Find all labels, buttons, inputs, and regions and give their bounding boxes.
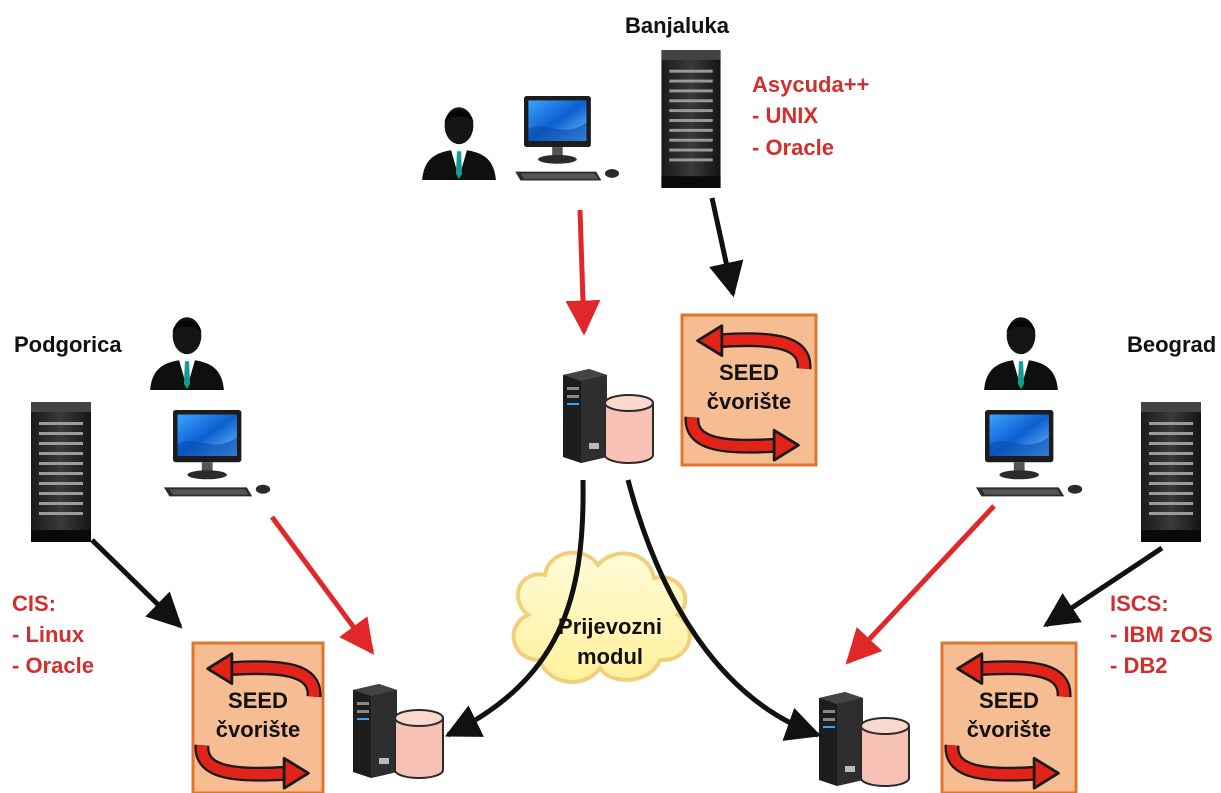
city-label-banjaluka: Banjaluka [625, 13, 730, 38]
beograd-system-os: - IBM zOS [1110, 622, 1213, 647]
black-arrow [709, 197, 744, 298]
banjaluka-system-name: Asycuda++ [752, 72, 869, 97]
desktop-computer-icon [164, 410, 271, 497]
server-database-icon [817, 690, 911, 788]
desktop-computer-icon [976, 410, 1083, 497]
beograd-system-name: ISCS: [1110, 591, 1169, 616]
podgorica-site: Podgorica CIS: - Linux - Oracle SEED čvo… [12, 317, 445, 793]
arrows [90, 197, 1164, 741]
seed-label: SEED [228, 688, 288, 713]
transport-module-cloud: Prijevozni modul [511, 550, 692, 684]
person-icon [422, 107, 496, 180]
city-label-podgorica: Podgorica [14, 332, 122, 357]
cloud-label-line2: modul [577, 644, 643, 669]
seed-node-banjaluka: SEED čvorište [680, 313, 818, 467]
black-arrow [444, 479, 586, 738]
red-arrow [845, 504, 996, 665]
black-arrow [1043, 545, 1164, 628]
cloud-label-line1: Prijevozni [558, 614, 662, 639]
banjaluka-system-db: - Oracle [752, 135, 834, 160]
podgorica-system-db: - Oracle [12, 653, 94, 678]
red-arrow [269, 515, 375, 655]
podgorica-system-os: - Linux [12, 622, 85, 647]
person-icon [984, 317, 1058, 390]
beograd-site: Beograd ISCS: - IBM zOS - DB2 SEED čvori… [817, 317, 1216, 793]
cloud-icon [511, 550, 692, 684]
seed-node-podgorica: SEED čvorište [191, 641, 325, 793]
city-label-beograd: Beograd [1127, 332, 1216, 357]
seed-node-beograd: SEED čvorište [940, 641, 1078, 793]
seed-sublabel: čvorište [707, 389, 791, 414]
seed-sublabel: čvorište [216, 717, 300, 742]
black-arrow [90, 538, 183, 629]
podgorica-system-name: CIS: [12, 591, 56, 616]
server-database-icon [561, 367, 655, 465]
server-rack-icon [31, 402, 91, 542]
server-rack-icon [661, 50, 721, 188]
beograd-system-db: - DB2 [1110, 653, 1167, 678]
seed-sublabel: čvorište [967, 717, 1051, 742]
red-arrow [565, 209, 601, 336]
desktop-computer-icon [515, 96, 620, 181]
person-icon [150, 317, 224, 390]
seed-label: SEED [979, 688, 1039, 713]
black-arrow [625, 479, 822, 741]
banjaluka-system-os: - UNIX [752, 103, 818, 128]
seed-label: SEED [719, 360, 779, 385]
server-database-icon [351, 682, 445, 780]
banjaluka-site: Banjaluka Asycuda++ - UNIX - Oracle SEED… [422, 13, 869, 467]
server-rack-icon [1141, 402, 1201, 542]
